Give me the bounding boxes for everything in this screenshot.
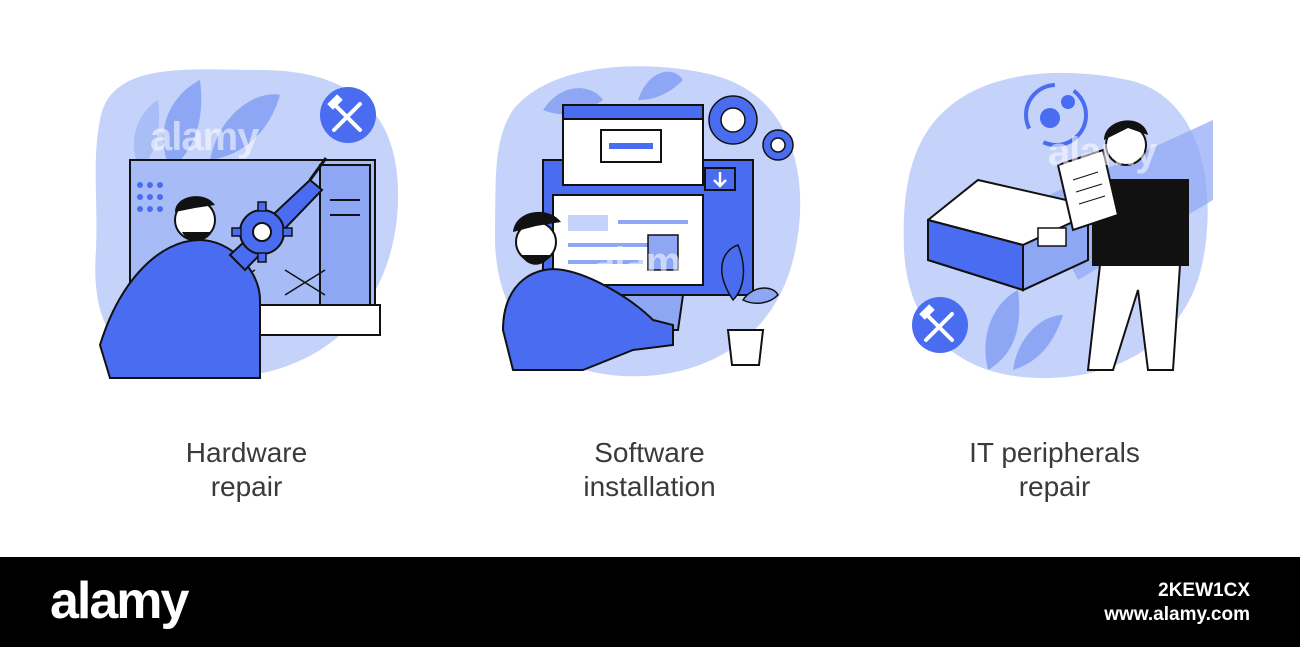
caption-software-installation: Software installation xyxy=(583,437,716,502)
gear-icon xyxy=(708,95,758,145)
footer-bar: alamy 2KEW1CX www.alamy.com xyxy=(0,557,1300,647)
sync-gears-icon xyxy=(1024,83,1088,147)
panel-it-peripherals-repair: alamy IT peripherals repair xyxy=(838,0,1271,557)
illustration-stage: alamy Hardware repair xyxy=(30,0,1271,557)
hammer-wrench-icon xyxy=(320,87,376,143)
hammer-wrench-icon xyxy=(912,297,968,353)
caption-hardware-repair: Hardware repair xyxy=(185,437,308,502)
panel-software-installation: alamy Software installation xyxy=(433,0,866,557)
panel-hardware-repair: alamy Hardware repair xyxy=(30,0,463,557)
it-peripherals-repair-illustration xyxy=(903,72,1213,379)
caption-it-peripherals-repair: IT peripherals repair xyxy=(969,437,1140,502)
image-credit: 2KEW1CX www.alamy.com xyxy=(1104,579,1250,627)
site-url: www.alamy.com xyxy=(1104,604,1250,625)
gear-icon xyxy=(762,129,794,161)
software-installation-illustration xyxy=(494,66,801,377)
hardware-repair-illustration xyxy=(95,69,399,379)
download-icon xyxy=(704,167,736,191)
alamy-logo: alamy xyxy=(50,572,189,630)
image-id: 2KEW1CX xyxy=(1158,580,1250,601)
